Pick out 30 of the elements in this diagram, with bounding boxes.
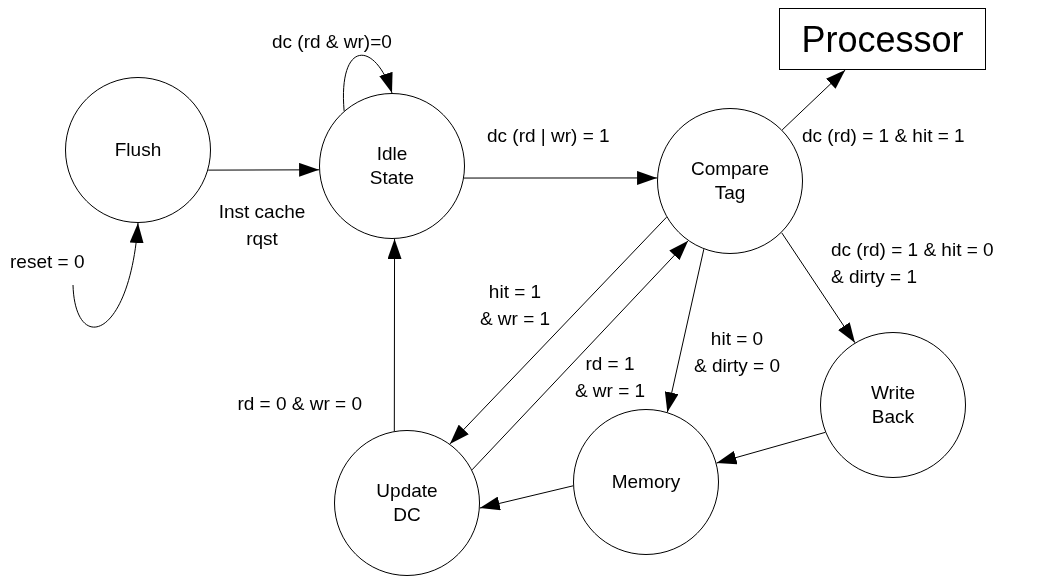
state-name: Update DC [376, 479, 438, 527]
state-name: Idle State [369, 142, 415, 190]
state-name: Memory [611, 470, 681, 494]
target-box [779, 8, 986, 70]
edge-label: dc (rd) = 1 & hit = 0 & dirty = 1 [831, 238, 994, 289]
edge-label: dc (rd | wr) = 1 [487, 124, 610, 148]
arrow [471, 240, 689, 471]
edge-label: Inst cache rqst [218, 200, 306, 251]
state-name: Flush [114, 138, 162, 162]
edge-label: reset = 0 [10, 250, 85, 274]
arrow [342, 55, 393, 112]
state-name: Write Back [871, 381, 915, 429]
arrow [781, 232, 856, 344]
arrow [716, 431, 826, 465]
arrow [449, 216, 668, 445]
arrow [781, 69, 846, 131]
state-name: Compare Tag [690, 157, 770, 205]
arrow [207, 162, 320, 177]
edge-label: rd = 0 & wr = 0 [237, 392, 362, 416]
edge-label: dc (rd) = 1 & hit = 1 [802, 124, 965, 148]
edge-label: hit = 1 & wr = 1 [479, 280, 551, 331]
edge-label: rd = 1 & wr = 1 [574, 352, 646, 403]
arrow [479, 485, 574, 511]
edge-label: dc (rd & wr)=0 [272, 30, 392, 54]
arrow [387, 238, 402, 432]
arrow [72, 222, 143, 328]
edge-label: hit = 0 & dirty = 0 [693, 327, 781, 378]
arrow [664, 248, 705, 413]
state-name: Processor [801, 17, 964, 62]
arrow [463, 170, 658, 185]
